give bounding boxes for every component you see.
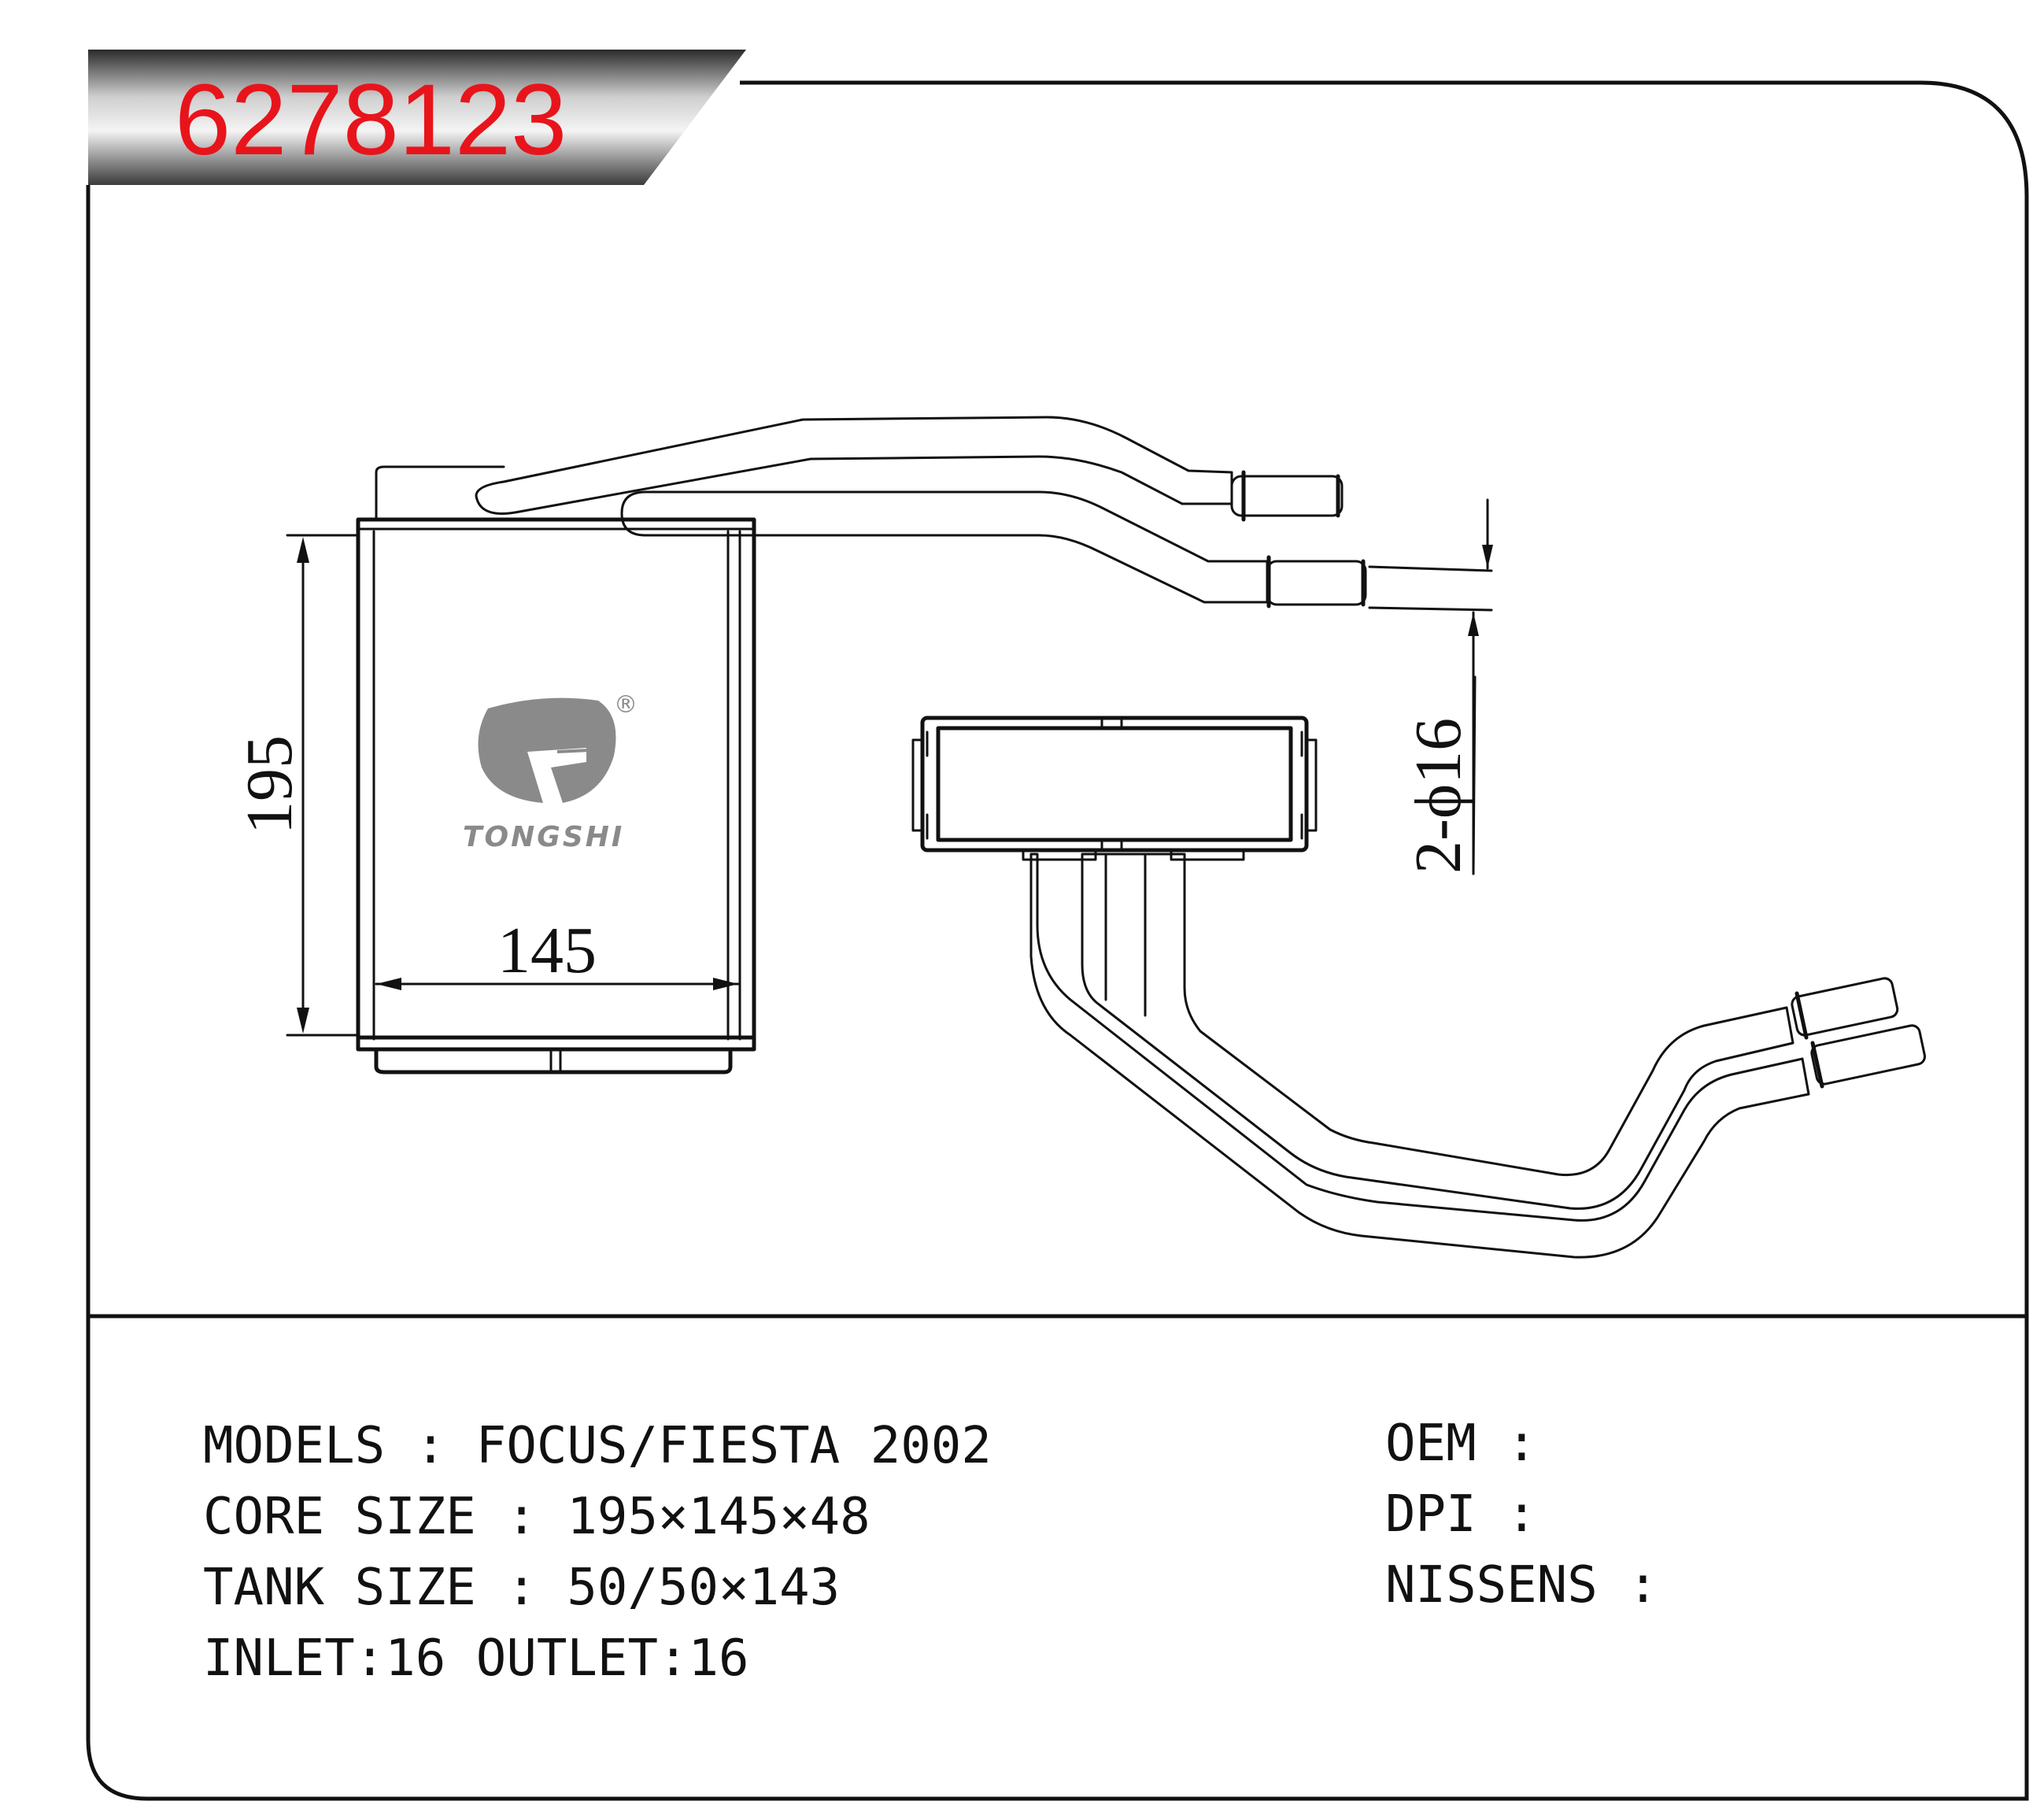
pipe-diameter-label: 2-ϕ16	[1402, 718, 1475, 874]
pipe-arrow-bottom	[1468, 612, 1479, 636]
logo-registered-mark: ®	[614, 691, 638, 719]
pipe-dim-leader	[1472, 675, 1477, 875]
top-view	[911, 716, 1926, 1259]
lower-pipe-left	[1029, 853, 1810, 1259]
top-view-flange-right	[1170, 849, 1245, 861]
top-view-tank-clips	[911, 716, 1318, 852]
top-tank	[375, 465, 505, 521]
spec-models: MODELS : FOCUS/FIESTA 2002	[203, 1417, 992, 1475]
spec-core-size: CORE SIZE : 195×145×48	[203, 1488, 870, 1546]
width-arrow-left	[376, 978, 401, 990]
top-view-flange-left	[1022, 849, 1097, 861]
header-band-shape	[88, 50, 746, 185]
logo-brand-text: TONGSHI	[463, 821, 624, 853]
spec-oem: OEM :	[1385, 1415, 1537, 1473]
spec-tank-size: TANK SIZE : 50/50×143	[203, 1559, 840, 1617]
pipe-arrow-top	[1482, 545, 1493, 568]
part-number: 6278123	[175, 64, 567, 176]
upper-pipe-rear	[475, 416, 1233, 515]
upper-pipe-front	[620, 490, 1269, 604]
bottom-tank	[356, 1035, 756, 1074]
pipe-dim-ext-bottom	[1368, 606, 1493, 612]
height-arrow-top	[297, 537, 309, 563]
upper-pipe-front-end	[1266, 560, 1367, 606]
pipe-diameter-dimension: 2-ϕ16	[1368, 498, 1493, 875]
width-dimension: 145	[375, 914, 740, 990]
lower-pipe-end-1	[1791, 977, 1899, 1037]
front-view: ® TONGSHI 195 145	[233, 416, 1367, 1074]
spec-inlet-outlet: INLET:16 OUTLET:16	[203, 1629, 749, 1688]
height-dimension: 195	[233, 534, 360, 1037]
spec-nissens: NISSENS :	[1385, 1556, 1658, 1615]
outer-frame	[86, 80, 2029, 1801]
spec-dpi: DPI :	[1385, 1485, 1537, 1544]
top-view-tank-inner	[936, 726, 1293, 842]
width-label: 145	[497, 914, 597, 987]
lower-pipe-bead-1	[1795, 991, 1809, 1040]
logo-mark	[478, 697, 616, 803]
lower-pipe-end-2	[1810, 1024, 1926, 1086]
height-label: 195	[233, 735, 306, 834]
core-body	[356, 517, 756, 1052]
height-arrow-bottom	[297, 1008, 309, 1034]
specs-left: MODELS : FOCUS/FIESTA 2002 CORE SIZE : 1…	[203, 1417, 992, 1688]
header-band: 6278123	[88, 50, 746, 185]
width-arrow-right	[713, 978, 738, 990]
pipe-dim-ext-top	[1368, 565, 1493, 572]
logo-speed-lines	[550, 732, 607, 753]
upper-pipe-rear-end	[1230, 475, 1344, 517]
top-view-tank-tabs	[926, 731, 1303, 840]
specs-right: OEM : DPI : NISSENS :	[1385, 1415, 1658, 1615]
lower-pipe-right	[1081, 853, 1795, 1210]
top-view-tank	[920, 716, 1309, 853]
tongshi-logo: ® TONGSHI	[463, 691, 638, 853]
lower-pipe-right-inner	[1104, 853, 1147, 1017]
lower-pipe-bead-2	[1810, 1041, 1824, 1089]
